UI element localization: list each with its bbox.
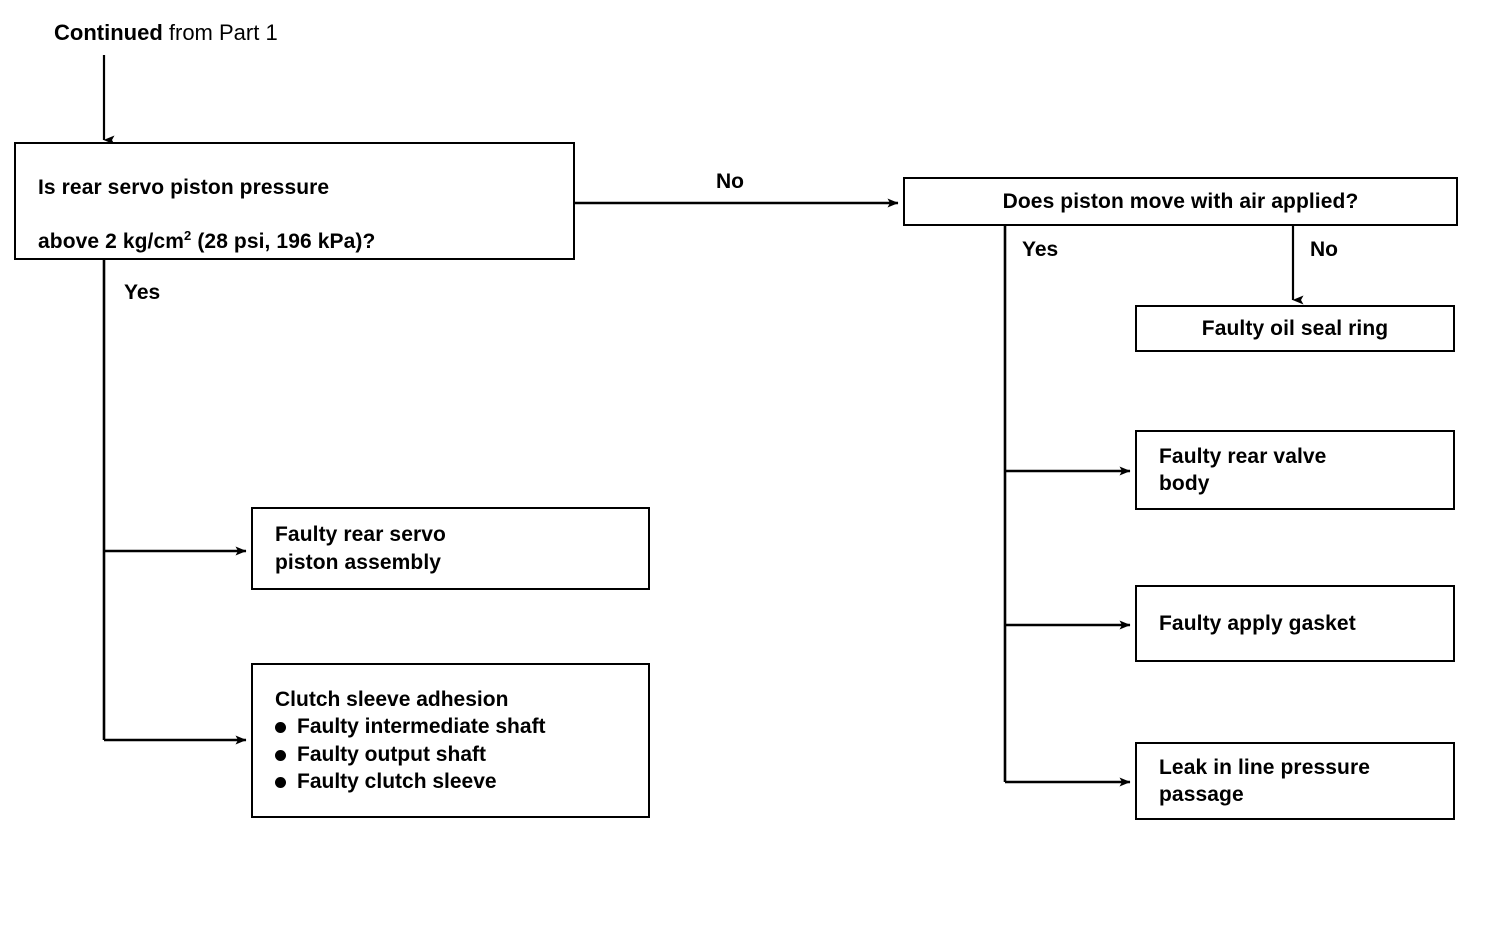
edge-label-top-no: No — [716, 170, 744, 193]
node-line-pressure-leak-text: Leak in line pressure passage — [1159, 755, 1371, 806]
page-title-prefix: Continued — [54, 20, 163, 45]
node-rear-servo-question-line2a: above 2 kg/cm — [38, 230, 185, 254]
node-oil-seal-ring-text: Faulty oil seal ring — [1201, 316, 1389, 340]
node-rear-servo-question-line2b: (28 psi, 196 kPa)? — [191, 230, 376, 254]
node-rear-valve-body[interactable]: Faulty rear valve body — [1135, 430, 1455, 510]
node-clutch-sleeve-adhesion[interactable]: Clutch sleeve adhesion Faulty intermedia… — [251, 663, 650, 818]
node-clutch-sleeve-adhesion-content: Clutch sleeve adhesion Faulty intermedia… — [253, 686, 648, 795]
node-oil-seal-ring[interactable]: Faulty oil seal ring — [1135, 305, 1455, 352]
node-apply-gasket-text: Faulty apply gasket — [1159, 611, 1356, 635]
list-item: Faulty output shaft — [275, 741, 648, 768]
node-piston-air-question-text: Does piston move with air applied? — [1002, 189, 1359, 213]
edge-label-right-yes: Yes — [1022, 238, 1059, 261]
node-clutch-sleeve-adhesion-heading: Clutch sleeve adhesion — [275, 687, 509, 711]
node-rear-servo-question-superscript: 2 — [184, 228, 192, 244]
node-rear-servo-piston-assembly[interactable]: Faulty rear servo piston assembly — [251, 507, 650, 590]
list-item: Faulty intermediate shaft — [275, 713, 648, 740]
node-piston-air-question[interactable]: Does piston move with air applied? — [903, 177, 1458, 226]
edge-label-left-yes: Yes — [124, 281, 161, 304]
node-apply-gasket[interactable]: Faulty apply gasket — [1135, 585, 1455, 662]
node-line-pressure-leak[interactable]: Leak in line pressure passage — [1135, 742, 1455, 820]
node-rear-servo-question[interactable]: Is rear servo piston pressure above 2 kg… — [14, 142, 575, 260]
node-rear-servo-piston-assembly-text: Faulty rear servo piston assembly — [275, 523, 446, 574]
page-title: Continued from Part 1 — [54, 20, 278, 46]
edge-label-right-no: No — [1310, 238, 1338, 261]
node-rear-valve-body-text: Faulty rear valve body — [1159, 444, 1327, 495]
list-item: Faulty clutch sleeve — [275, 768, 648, 795]
node-rear-servo-question-text: Is rear servo piston pressure above 2 kg… — [16, 146, 573, 255]
page-title-rest: from Part 1 — [162, 20, 278, 45]
node-rear-servo-question-line1: Is rear servo piston pressure — [38, 175, 330, 199]
clutch-sleeve-bullet-list: Faulty intermediate shaft Faulty output … — [275, 713, 648, 795]
